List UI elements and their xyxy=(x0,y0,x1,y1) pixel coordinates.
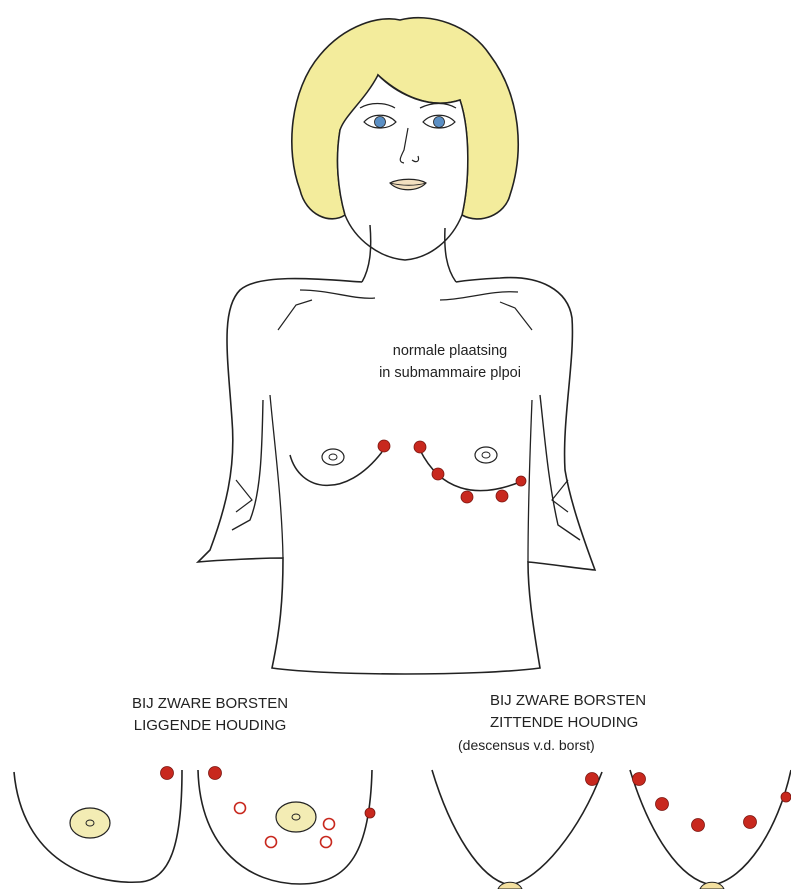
sitting-position-breasts xyxy=(432,770,791,889)
right-shoulder-crease xyxy=(500,302,532,330)
electrode-outline xyxy=(321,837,332,848)
electrode xyxy=(516,476,526,486)
electrode xyxy=(365,808,375,818)
electrode xyxy=(744,816,757,829)
left-elbow-crease xyxy=(236,480,252,512)
right-clavicle xyxy=(440,292,518,300)
sitting-right-breast xyxy=(630,770,791,885)
electrode xyxy=(161,767,174,780)
electrode xyxy=(586,773,599,786)
sitting-position-label: BIJ ZWARE BORSTEN ZITTENDE HOUDING (desc… xyxy=(440,690,740,756)
sitting-left-breast xyxy=(432,770,602,885)
electrode xyxy=(496,490,508,502)
sitting-label-line-1: BIJ ZWARE BORSTEN xyxy=(440,690,740,712)
electrode xyxy=(432,468,444,480)
right-eye-iris xyxy=(434,117,445,128)
electrode-outline xyxy=(266,837,277,848)
left-nipple-outer xyxy=(322,449,344,465)
sitting-label-line-3: (descensus v.d. borst) xyxy=(440,734,740,756)
main-label-line-2: in submammaire plpoi xyxy=(330,362,570,384)
lying-right-areola xyxy=(276,802,316,832)
sitting-label-line-2: ZITTENDE HOUDING xyxy=(440,712,740,734)
lying-position-label: BIJ ZWARE BORSTEN LIGGENDE HOUDING xyxy=(60,693,360,737)
electrode-outline xyxy=(324,819,335,830)
electrode xyxy=(781,792,791,802)
left-eye-iris xyxy=(375,117,386,128)
lying-label-line-2: LIGGENDE HOUDING xyxy=(60,715,360,737)
electrode xyxy=(378,440,390,452)
left-arm-inner xyxy=(232,400,263,530)
lying-label-line-1: BIJ ZWARE BORSTEN xyxy=(60,693,360,715)
electrode xyxy=(461,491,473,503)
electrode-outline xyxy=(235,803,246,814)
main-placement-label: normale plaatsing in submammaire plpoi xyxy=(330,340,570,384)
right-nipple-outer xyxy=(475,447,497,463)
electrode xyxy=(414,441,426,453)
electrode xyxy=(209,767,222,780)
torso-outline xyxy=(198,278,595,674)
main-electrodes xyxy=(378,440,526,503)
left-clavicle xyxy=(300,290,375,298)
lying-left-areola xyxy=(70,808,110,838)
electrode xyxy=(633,773,646,786)
left-armpit xyxy=(270,395,283,558)
lying-position-breasts xyxy=(14,767,375,885)
main-label-line-1: normale plaatsing xyxy=(330,340,570,362)
right-arm-inner xyxy=(540,395,580,540)
left-shoulder-crease xyxy=(278,300,312,330)
electrode xyxy=(692,819,705,832)
electrode xyxy=(656,798,669,811)
right-armpit xyxy=(528,400,532,562)
